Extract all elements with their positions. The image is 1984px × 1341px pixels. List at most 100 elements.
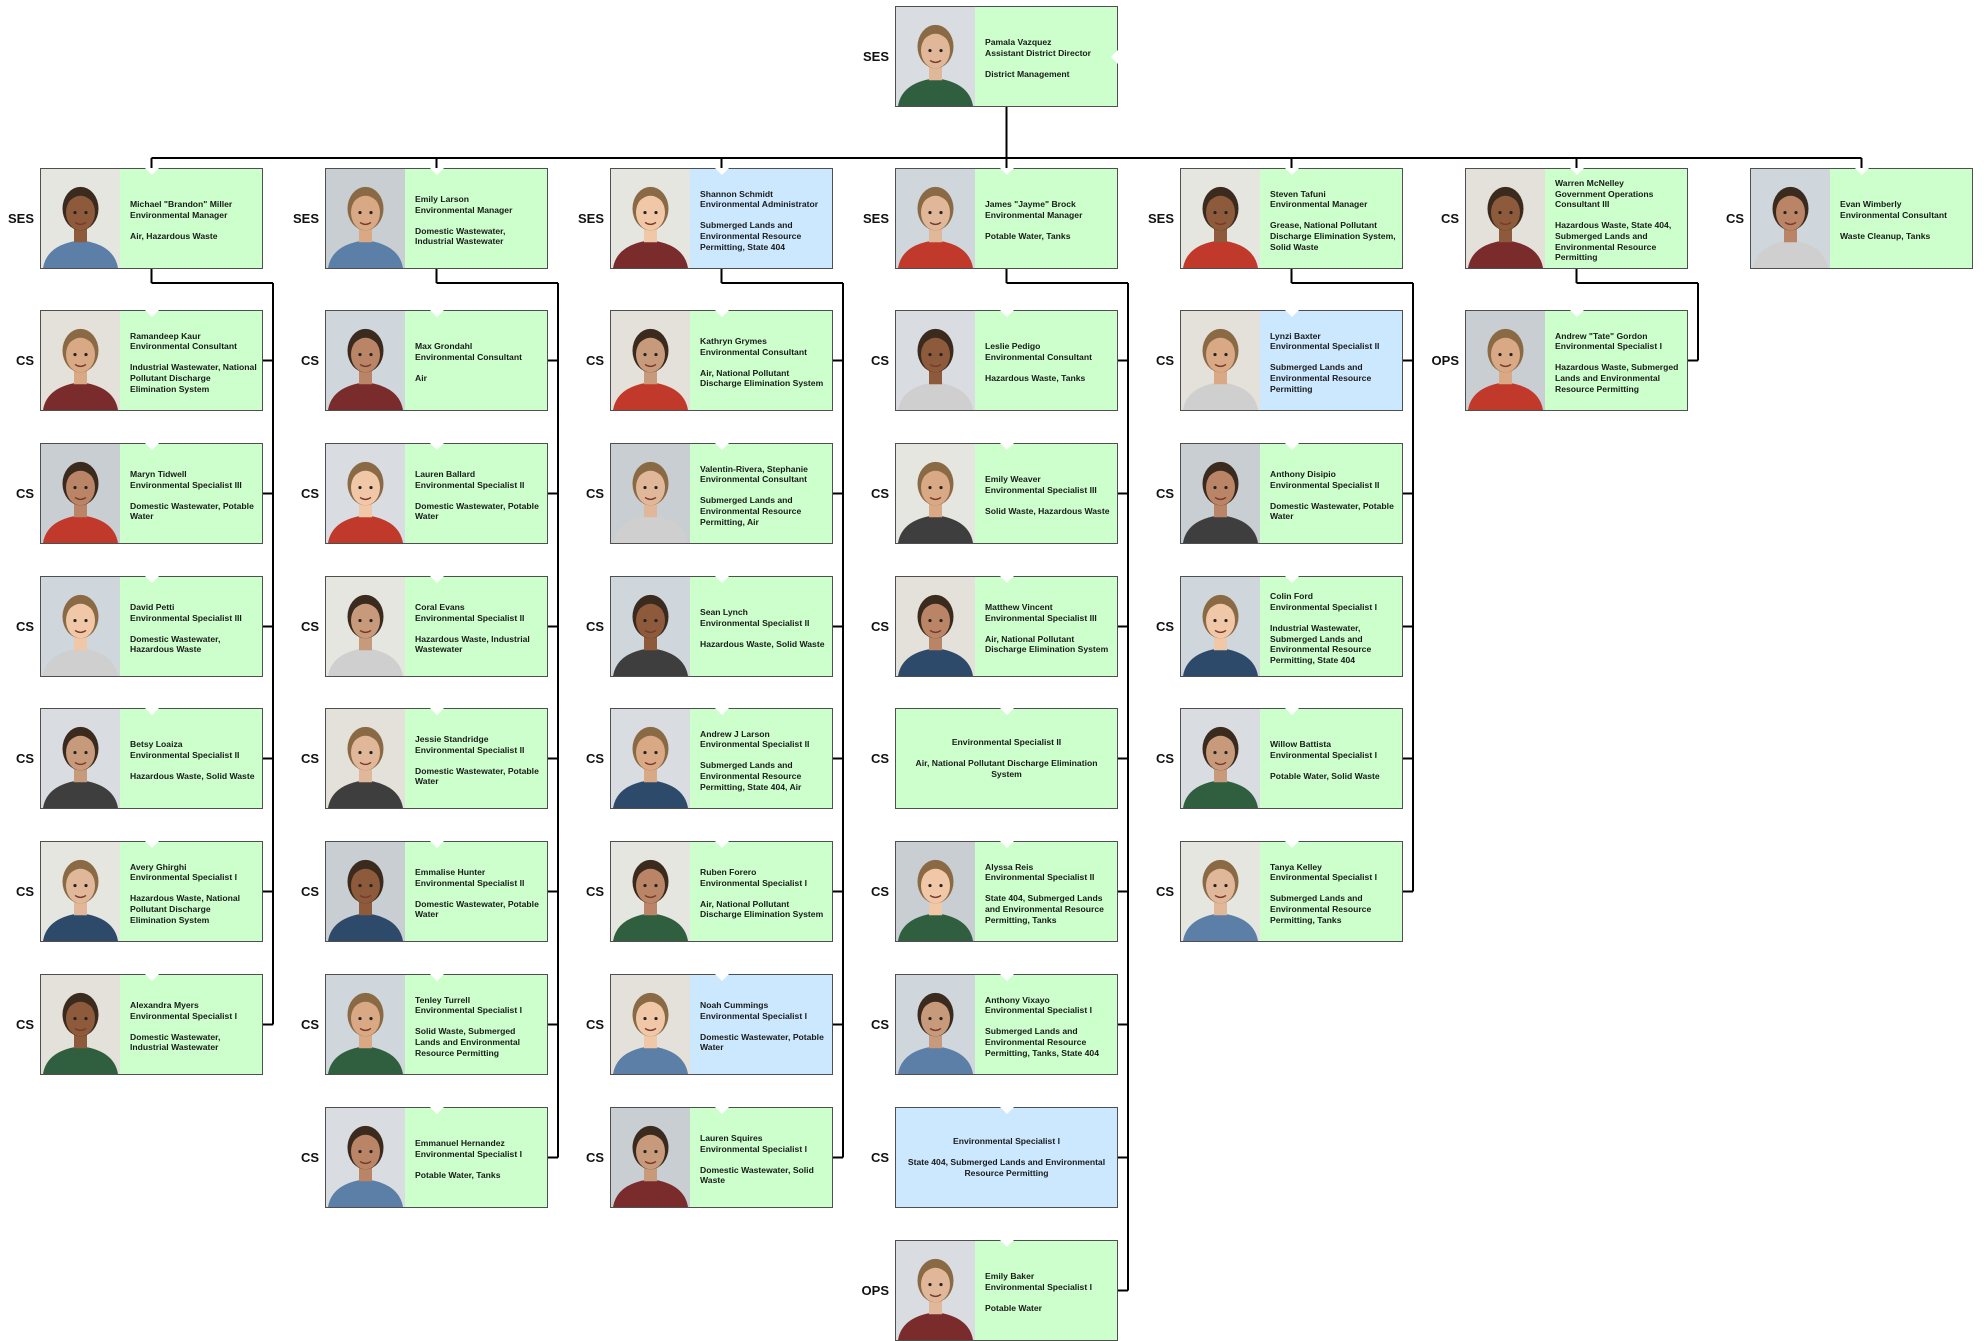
- employee-name: Michael "Brandon" Miller: [130, 199, 233, 210]
- pay-grade-label: SES: [1147, 210, 1174, 226]
- spacer: [415, 1160, 543, 1170]
- portrait-photo: [1181, 709, 1260, 808]
- pay-grade-label: CS: [15, 883, 34, 899]
- employee-name: Willow Battista: [1270, 739, 1332, 750]
- portrait-icon: [611, 1108, 690, 1207]
- pay-grade-label: SES: [862, 48, 889, 64]
- portrait-photo: [896, 1241, 975, 1340]
- portrait-photo: [896, 7, 975, 106]
- employee-name: Evan Wimberly: [1840, 199, 1902, 210]
- employee-name: Emmalise Hunter: [415, 866, 486, 877]
- spacer: [700, 750, 828, 760]
- employee-name: Shannon Schmidt: [700, 188, 774, 199]
- connector-notch: [999, 841, 1014, 848]
- employee-title: Environmental Specialist III: [985, 485, 1097, 496]
- employee-title: Environmental Consultant: [1840, 210, 1947, 221]
- portrait-icon: [41, 577, 120, 676]
- employee-name: Anthony Disipio: [1270, 468, 1336, 479]
- portrait-photo: [326, 975, 405, 1074]
- connector-notch: [429, 310, 444, 317]
- pay-grade-label: CS: [300, 1016, 319, 1032]
- employee-title: Environmental Specialist I: [985, 1005, 1092, 1016]
- portrait-photo: [611, 975, 690, 1074]
- employee-title: Environmental Specialist I: [700, 1143, 807, 1154]
- portrait-icon: [611, 975, 690, 1074]
- pay-grade-label: OPS: [861, 1282, 889, 1298]
- program-area: Potable Water, Tanks: [415, 1169, 501, 1180]
- spacer: [130, 221, 258, 231]
- employee-name: Emily Weaver: [985, 474, 1041, 485]
- portrait-photo: [41, 169, 120, 268]
- portrait-icon: [611, 169, 690, 268]
- employee-title: Environmental Specialist I: [130, 1010, 237, 1021]
- employee-title: Government Operations Consultant III: [1555, 188, 1654, 210]
- employee-title: Environmental Specialist II: [130, 750, 240, 761]
- portrait-photo: [326, 577, 405, 676]
- connector-notch: [714, 974, 729, 981]
- employee-title: Environmental Administrator: [700, 199, 819, 210]
- employee-title: Environmental Specialist III: [130, 612, 242, 623]
- portrait-icon: [41, 975, 120, 1074]
- program-area: Air, National Pollutant Discharge Elimin…: [700, 898, 824, 920]
- employee-name: Coral Evans: [415, 601, 465, 612]
- portrait-icon: [326, 169, 405, 268]
- connector-notch: [714, 1107, 729, 1114]
- program-area: Industrial Wastewater, Submerged Lands a…: [1270, 622, 1372, 666]
- portrait-icon: [896, 7, 975, 106]
- connector-notch: [429, 708, 444, 715]
- program-area: Submerged Lands and Environmental Resour…: [700, 495, 802, 527]
- connector-notch: [1284, 310, 1299, 317]
- employee-title: Environmental Specialist II: [415, 612, 525, 623]
